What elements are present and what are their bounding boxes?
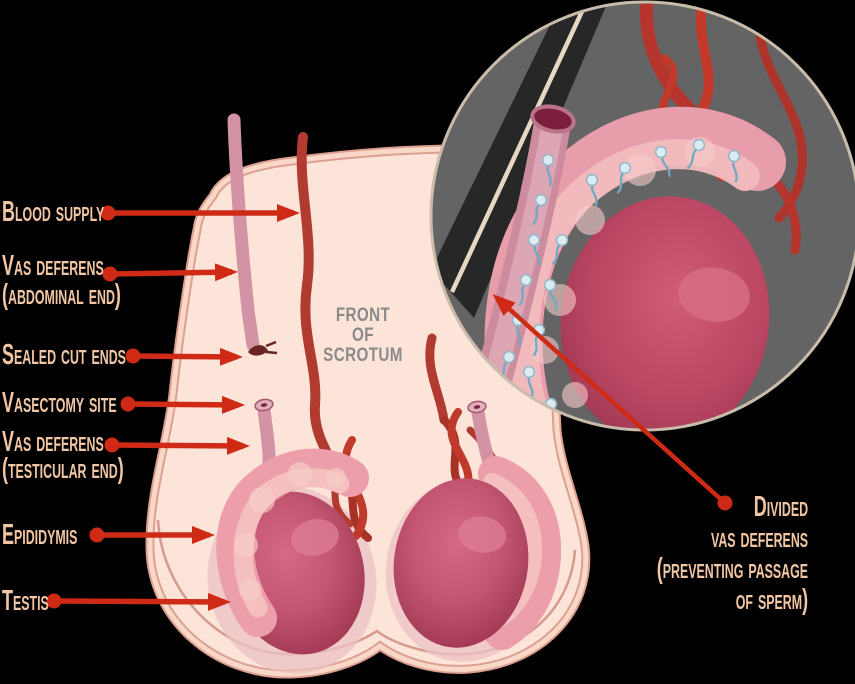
tube-cut-opening xyxy=(530,104,576,134)
label-text: Epididymis xyxy=(2,519,78,551)
leader-vas-deferens-abdominal xyxy=(102,263,238,282)
leader-vas-deferens-testicular xyxy=(104,436,250,455)
vasectomy-site-cut-end xyxy=(254,398,274,412)
scalpel-band xyxy=(431,2,612,318)
label-testis: Testis xyxy=(2,585,49,617)
label-text: Vas deferens xyxy=(2,250,104,282)
leader-testis xyxy=(46,592,231,611)
leader-blood-supply xyxy=(100,204,300,222)
inset-testis xyxy=(560,196,770,430)
label-text: Vasectomy site xyxy=(2,387,117,419)
sealed-cut-end xyxy=(248,340,278,356)
leader-vasectomy-site xyxy=(120,395,245,414)
front-line-2: OF xyxy=(352,325,374,346)
right-vas-cut-end xyxy=(467,400,487,414)
leader-epididymis xyxy=(89,526,215,544)
label-vas-deferens-testicular: Vas deferens (testicular end) xyxy=(2,426,124,485)
front-line-1: FRONT xyxy=(335,305,391,326)
leader-sealed-cut-ends xyxy=(125,347,243,366)
label-sealed-cut-ends: Sealed cut ends xyxy=(2,339,126,371)
label-divided-vas-deferens: Divided vas deferens (preventing passage… xyxy=(657,492,808,616)
label-line-3: (preventing passage xyxy=(656,553,808,585)
epididymis-left xyxy=(216,448,369,637)
label-subtext: (testicular end) xyxy=(2,453,124,485)
label-text: Testis xyxy=(2,585,49,617)
label-line-2: vas deferens xyxy=(710,522,808,554)
label-epididymis: Epididymis xyxy=(2,519,78,551)
label-blood-supply: Blood supply xyxy=(2,196,105,228)
leader-divided-vas-deferens xyxy=(492,293,733,511)
testis-right xyxy=(393,478,529,648)
left-vas-deferens-abdominal xyxy=(227,113,260,352)
label-subtext: (abdominal end) xyxy=(2,279,121,311)
label-vasectomy-site: Vasectomy site xyxy=(2,387,117,419)
label-text: Sealed cut ends xyxy=(2,339,126,371)
front-of-scrotum-label: FRONT OF SCROTUM xyxy=(303,306,423,366)
label-text: Vas deferens xyxy=(2,426,104,458)
label-line-1: Divided xyxy=(753,491,808,523)
label-line-4: of sperm) xyxy=(735,584,808,616)
label-text: Blood supply xyxy=(2,196,105,228)
label-vas-deferens-abdominal: Vas deferens (abdominal end) xyxy=(2,252,121,310)
front-line-3: SCROTUM xyxy=(323,345,403,366)
leader-arrows xyxy=(46,204,733,611)
